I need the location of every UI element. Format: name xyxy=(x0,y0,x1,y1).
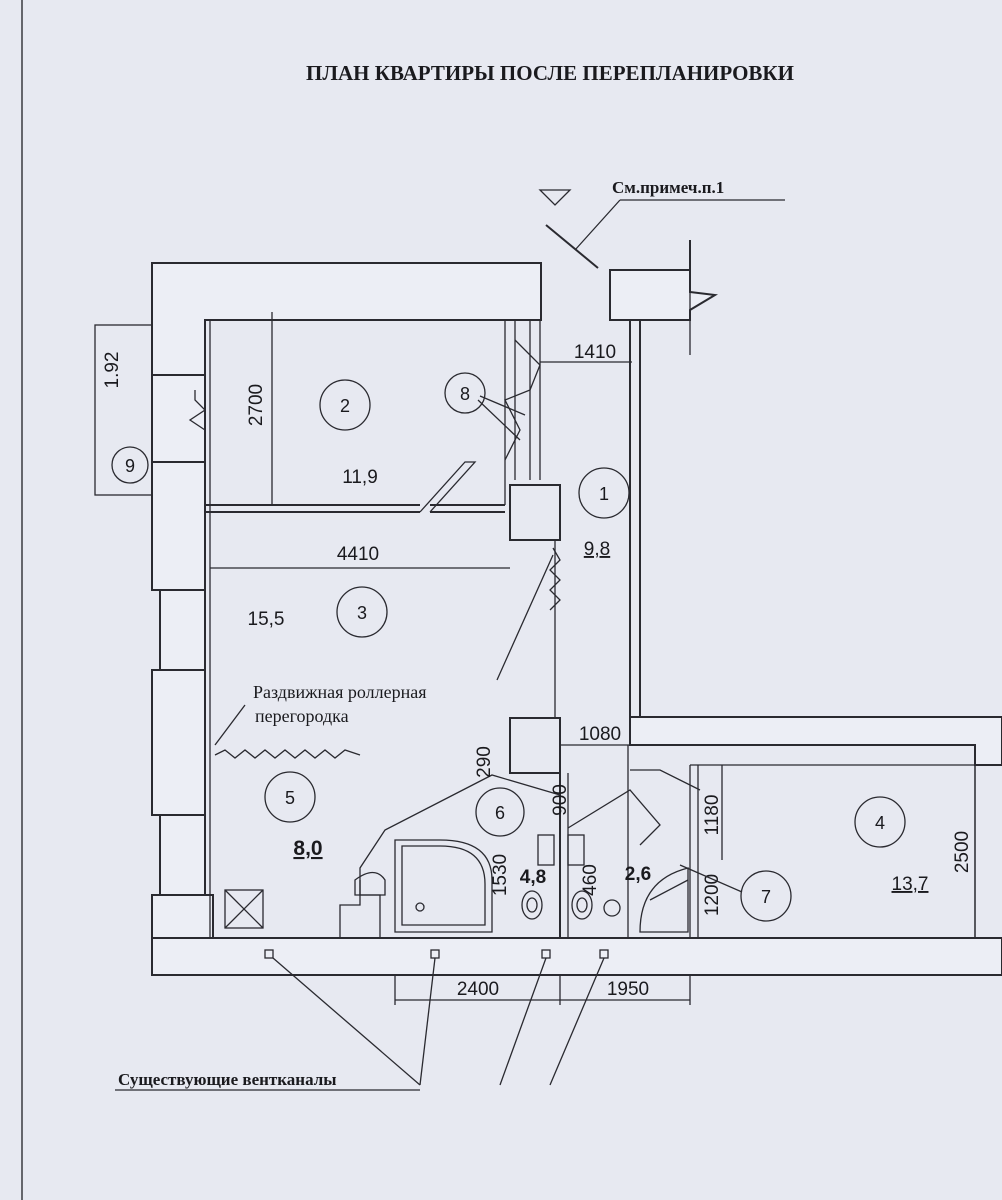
dim-1410: 1410 xyxy=(574,342,616,363)
dim-1530: 1530 xyxy=(490,854,511,896)
room-1-number: 1 xyxy=(599,484,609,504)
dimension-lines: 1410 2700 4410 1080 290 900 1530 460 118… xyxy=(210,312,976,1005)
room-2: 2 11,9 xyxy=(319,379,378,488)
dim-1950: 1950 xyxy=(607,979,649,1000)
dim-4410: 4410 xyxy=(337,544,379,565)
room-3-number: 3 xyxy=(357,603,367,623)
room-1-area: 9,8 xyxy=(584,539,610,560)
room-4: 4 13,7 xyxy=(854,796,929,895)
room-7-number: 7 xyxy=(761,887,771,907)
sliding-partition-text-1: Раздвижная роллерная xyxy=(253,682,427,702)
room-4-area: 13,7 xyxy=(892,874,929,895)
room-5: 5 8,0 xyxy=(264,771,323,860)
room-6: 6 4,8 xyxy=(475,787,546,888)
room-7: 7 2,6 xyxy=(625,864,792,922)
vent-channels: Существующие вентканалы xyxy=(115,949,609,1091)
room-3-area: 15,5 xyxy=(248,609,285,630)
dim-1-92: 1.92 xyxy=(102,352,123,389)
sliding-partition-label: Раздвижная роллерная перегородка xyxy=(214,554,554,746)
room-8: 8 xyxy=(444,372,526,441)
room-7-area: 2,6 xyxy=(625,864,651,885)
outer-walls xyxy=(151,240,1002,976)
dim-1080: 1080 xyxy=(579,724,621,745)
room-2-number: 2 xyxy=(340,396,350,416)
room-6-area: 4,8 xyxy=(520,867,546,888)
sliding-partition-text-2: перегородка xyxy=(255,706,349,726)
room-9-balcony: 9 1.92 xyxy=(94,324,153,496)
room-9-number: 9 xyxy=(125,456,135,476)
dim-2500: 2500 xyxy=(952,831,973,873)
plan-title: ПЛАН КВАРТИРЫ ПОСЛЕ ПЕРЕПЛАНИРОВКИ xyxy=(306,61,794,85)
dim-1180: 1180 xyxy=(702,795,723,836)
interior-partitions xyxy=(205,320,976,938)
dim-460: 460 xyxy=(580,864,601,896)
room-8-number: 8 xyxy=(460,384,470,404)
room-5-area: 8,0 xyxy=(293,837,322,860)
room-1: 1 9,8 xyxy=(578,467,630,560)
room-4-number: 4 xyxy=(875,813,885,833)
dim-900: 900 xyxy=(550,784,571,816)
note-reference: См.примеч.п.1 xyxy=(538,178,785,269)
dim-290: 290 xyxy=(474,746,495,778)
room-2-area: 11,9 xyxy=(342,467,378,488)
dim-2400: 2400 xyxy=(457,979,499,1000)
room-5-number: 5 xyxy=(285,788,295,808)
note-ref-text: См.примеч.п.1 xyxy=(612,178,724,197)
room-3: 3 15,5 xyxy=(248,586,388,638)
dim-1200: 1200 xyxy=(702,874,723,916)
dim-2700: 2700 xyxy=(246,384,267,426)
vent-channels-text: Существующие вентканалы xyxy=(118,1070,337,1089)
room-6-number: 6 xyxy=(495,803,505,823)
sliding-partition-line xyxy=(214,749,361,759)
